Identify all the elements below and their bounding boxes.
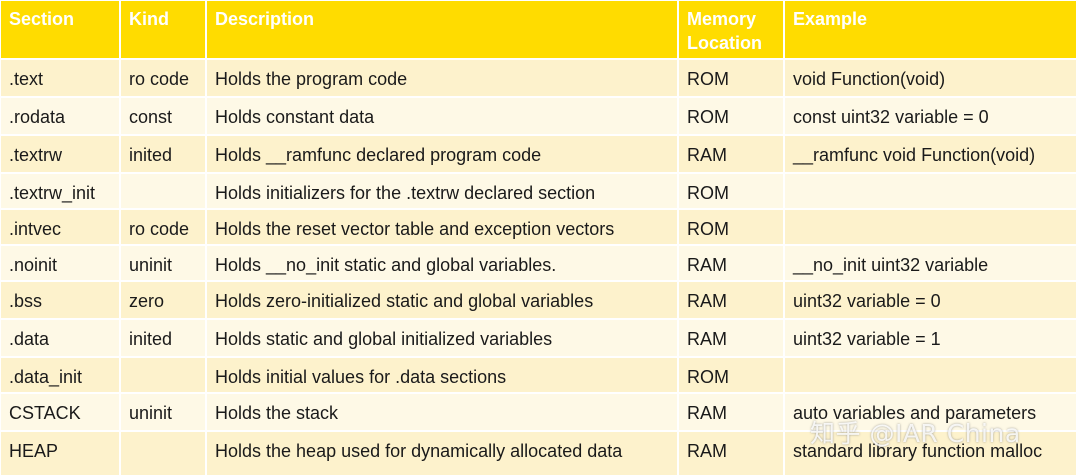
cell-example: uint32 variable = 0 bbox=[784, 281, 1078, 320]
cell-section: .noinit bbox=[1, 245, 121, 282]
header-description: Description bbox=[206, 1, 679, 60]
cell-memory: ROM bbox=[678, 97, 785, 136]
table-row: .bss zero Holds zero-initialized static … bbox=[1, 281, 1078, 320]
cell-description: Holds __ramfunc declared program code bbox=[206, 135, 679, 174]
cell-memory: RAM bbox=[678, 319, 785, 358]
cell-kind: zero bbox=[120, 281, 207, 320]
cell-description: Holds the program code bbox=[206, 59, 679, 98]
table-row: HEAP Holds the heap used for dynamically… bbox=[1, 431, 1078, 475]
cell-section: .textrw_init bbox=[1, 173, 121, 210]
cell-section: HEAP bbox=[1, 431, 121, 475]
cell-description: Holds initializers for the .textrw decla… bbox=[206, 173, 679, 210]
table-row: .data inited Holds static and global ini… bbox=[1, 319, 1078, 358]
cell-example: __no_init uint32 variable bbox=[784, 245, 1078, 282]
cell-kind: inited bbox=[120, 319, 207, 358]
cell-example bbox=[784, 357, 1078, 394]
cell-kind: ro code bbox=[120, 209, 207, 246]
header-section: Section bbox=[1, 1, 121, 60]
table-row: .textrw inited Holds __ramfunc declared … bbox=[1, 135, 1078, 174]
cell-description: Holds the heap used for dynamically allo… bbox=[206, 431, 679, 475]
cell-example: auto variables and parameters bbox=[784, 393, 1078, 432]
cell-memory: RAM bbox=[678, 281, 785, 320]
cell-memory: RAM bbox=[678, 245, 785, 282]
cell-memory: ROM bbox=[678, 173, 785, 210]
cell-example: const uint32 variable = 0 bbox=[784, 97, 1078, 136]
cell-kind bbox=[120, 357, 207, 394]
cell-section: .text bbox=[1, 59, 121, 98]
header-example: Example bbox=[784, 1, 1078, 60]
cell-kind: inited bbox=[120, 135, 207, 174]
cell-kind bbox=[120, 431, 207, 475]
cell-section: .intvec bbox=[1, 209, 121, 246]
table-row: .text ro code Holds the program code ROM… bbox=[1, 59, 1078, 98]
header-memory-location: Memory Location bbox=[678, 1, 785, 60]
cell-kind: ro code bbox=[120, 59, 207, 98]
table-row: .noinit uninit Holds __no_init static an… bbox=[1, 245, 1078, 282]
cell-memory: ROM bbox=[678, 59, 785, 98]
cell-description: Holds initial values for .data sections bbox=[206, 357, 679, 394]
cell-kind: const bbox=[120, 97, 207, 136]
cell-memory: ROM bbox=[678, 209, 785, 246]
cell-example: uint32 variable = 1 bbox=[784, 319, 1078, 358]
cell-example: __ramfunc void Function(void) bbox=[784, 135, 1078, 174]
table-row: .textrw_init Holds initializers for the … bbox=[1, 173, 1078, 210]
table-row: CSTACK uninit Holds the stack RAM auto v… bbox=[1, 393, 1078, 432]
cell-description: Holds static and global initialized vari… bbox=[206, 319, 679, 358]
table-header-row: Section Kind Description Memory Location… bbox=[1, 1, 1078, 60]
cell-description: Holds __no_init static and global variab… bbox=[206, 245, 679, 282]
cell-section: .data_init bbox=[1, 357, 121, 394]
cell-description: Holds constant data bbox=[206, 97, 679, 136]
cell-kind bbox=[120, 173, 207, 210]
cell-section: .bss bbox=[1, 281, 121, 320]
cell-description: Holds the reset vector table and excepti… bbox=[206, 209, 679, 246]
cell-memory: RAM bbox=[678, 431, 785, 475]
table-row: .rodata const Holds constant data ROM co… bbox=[1, 97, 1078, 136]
cell-example: standard library function malloc bbox=[784, 431, 1078, 475]
cell-example bbox=[784, 173, 1078, 210]
header-kind: Kind bbox=[120, 1, 207, 60]
cell-description: Holds the stack bbox=[206, 393, 679, 432]
cell-example: void Function(void) bbox=[784, 59, 1078, 98]
cell-description: Holds zero-initialized static and global… bbox=[206, 281, 679, 320]
cell-section: .rodata bbox=[1, 97, 121, 136]
cell-memory: RAM bbox=[678, 135, 785, 174]
cell-memory: ROM bbox=[678, 357, 785, 394]
cell-section: .data bbox=[1, 319, 121, 358]
cell-memory: RAM bbox=[678, 393, 785, 432]
table-row: .data_init Holds initial values for .dat… bbox=[1, 357, 1078, 394]
cell-example bbox=[784, 209, 1078, 246]
table-row: .intvec ro code Holds the reset vector t… bbox=[1, 209, 1078, 246]
cell-kind: uninit bbox=[120, 393, 207, 432]
cell-section: .textrw bbox=[1, 135, 121, 174]
cell-kind: uninit bbox=[120, 245, 207, 282]
cell-section: CSTACK bbox=[1, 393, 121, 432]
